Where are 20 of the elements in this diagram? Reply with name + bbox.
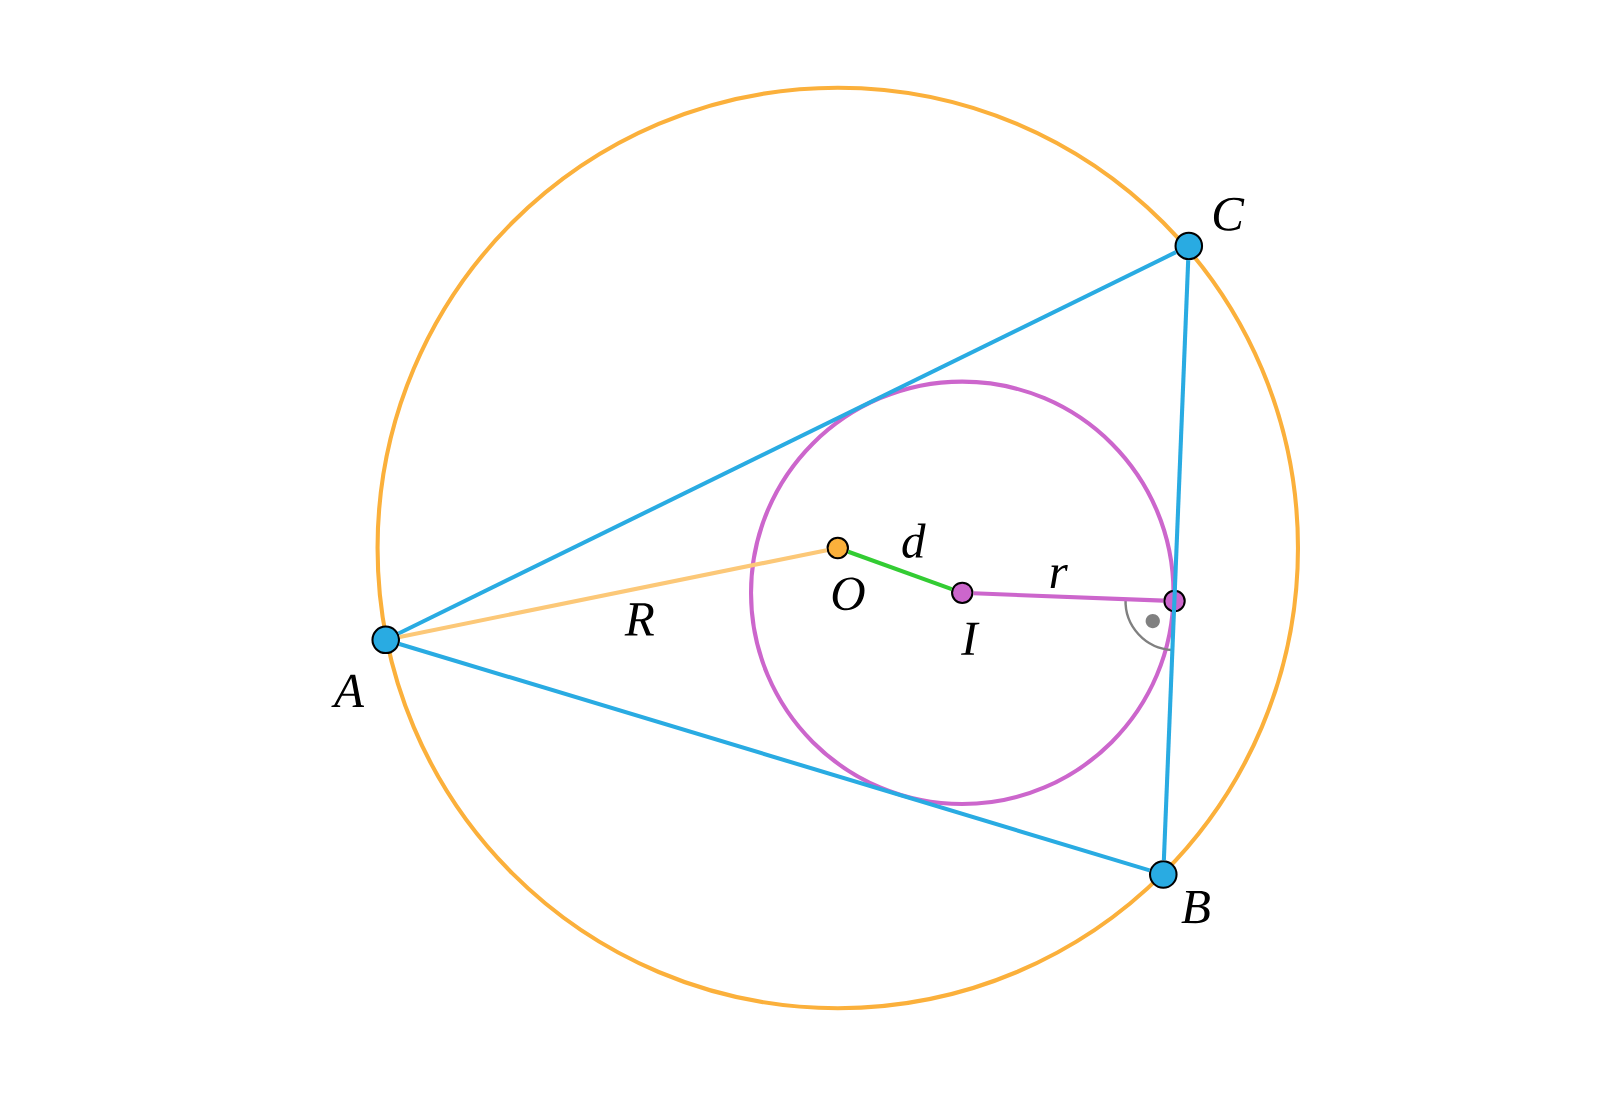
point-label: C bbox=[1213, 197, 1245, 231]
edge-label: d bbox=[899, 521, 928, 561]
segment bbox=[847, 549, 953, 591]
point-marker bbox=[951, 581, 974, 605]
segment bbox=[397, 250, 1177, 636]
segment bbox=[398, 641, 1151, 873]
edge-label: R bbox=[622, 601, 657, 638]
point-label: I bbox=[961, 622, 980, 655]
point-marker bbox=[1163, 589, 1186, 613]
point-marker bbox=[371, 625, 400, 655]
point-label: A bbox=[331, 674, 365, 707]
segment bbox=[399, 548, 828, 639]
edge-label: r bbox=[1046, 562, 1070, 591]
point-label: B bbox=[1181, 891, 1210, 924]
point-marker bbox=[826, 536, 849, 560]
point-label: O bbox=[832, 577, 865, 611]
segment bbox=[1161, 260, 1191, 861]
point-marker bbox=[1174, 231, 1204, 261]
point-marker bbox=[1149, 860, 1178, 889]
segment bbox=[973, 591, 1164, 603]
